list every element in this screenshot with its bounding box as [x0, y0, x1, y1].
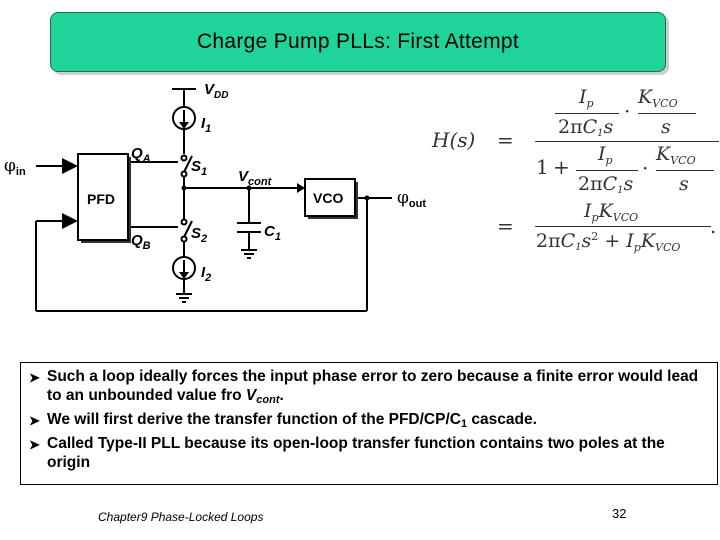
s2-label: S2: [191, 225, 207, 245]
eq-main-fraction-bar: [535, 141, 719, 143]
eq-line2-bar: [535, 226, 711, 228]
eq-den-ip: Ip: [598, 143, 613, 167]
arrow-i2: [179, 272, 189, 279]
slide-title: Charge Pump PLLs: First Attempt: [196, 30, 520, 53]
c1-label: C1: [264, 223, 281, 243]
i2-label: I2: [201, 264, 211, 284]
arrow-bullet-icon: ➤: [29, 370, 40, 385]
qb-label: QB: [131, 232, 151, 252]
eq-den-den: 2πC1s: [578, 173, 634, 196]
vco-block: [304, 178, 356, 217]
eq-period: .: [710, 214, 717, 238]
eq-num-ip: Ip: [579, 86, 594, 110]
eq-den-s: s: [679, 173, 689, 195]
charge-pump-pll-schematic: PFD VCO VDD I1 QA S1 Vcont S2 C1 QB I2 φ…: [4, 81, 426, 312]
page-number: 32: [612, 506, 627, 521]
eq-line2-den: 2πC1s2 + IpKVCO: [536, 230, 681, 254]
bullet-item: ➤ Such a loop ideally forces the input p…: [29, 367, 709, 410]
pfd-block: [77, 153, 129, 241]
eq-equals-2: =: [497, 214, 514, 238]
eq-dot-2: ·: [642, 156, 649, 180]
eq-den-one: 1: [536, 155, 549, 179]
eq-den-plus: +: [553, 155, 570, 179]
eq-num-kvco: KVCO: [638, 86, 678, 110]
vdd-label: VDD: [204, 81, 228, 101]
arrow-bullet-icon: ➤: [29, 437, 40, 452]
switch-s1-blade: [183, 155, 193, 173]
s1-label: S1: [191, 158, 207, 178]
arrow-i1: [179, 122, 189, 129]
bullet-item: ➤ We will first derive the transfer func…: [29, 410, 709, 434]
vcont-label: Vcont: [238, 168, 273, 188]
qa-label: QA: [131, 145, 151, 165]
eq-equals-1: =: [497, 128, 514, 152]
eq-line2-num: IpKVCO: [584, 200, 639, 224]
eq-dot-1: ·: [624, 99, 631, 123]
eq-den-kvco: KVCO: [656, 143, 696, 167]
switch-s1-top-node: [180, 154, 188, 162]
eq-num-den: 2πC1s: [558, 116, 614, 139]
i1-label: I1: [201, 115, 211, 135]
bullet-item: ➤ Called Type-II PLL because its open-lo…: [29, 435, 665, 471]
vco-label: VCO: [313, 190, 343, 206]
title-box: Charge Pump PLLs: First Attempt: [50, 12, 666, 72]
switch-s2-blade: [183, 220, 193, 238]
arrow-bullet-icon: ➤: [29, 413, 40, 428]
eq-lhs: H(s): [432, 128, 476, 152]
footer-chapter: Chapter9 Phase-Locked Loops: [98, 510, 264, 524]
bullet-box: ➤ Such a loop ideally forces the input p…: [20, 362, 718, 485]
pfd-label: PFD: [87, 191, 115, 207]
eq-num-s: s: [661, 116, 671, 138]
phi-in-label: φin: [4, 156, 26, 178]
phi-out-label: φout: [397, 188, 426, 210]
switch-s2-top-node: [180, 218, 188, 226]
